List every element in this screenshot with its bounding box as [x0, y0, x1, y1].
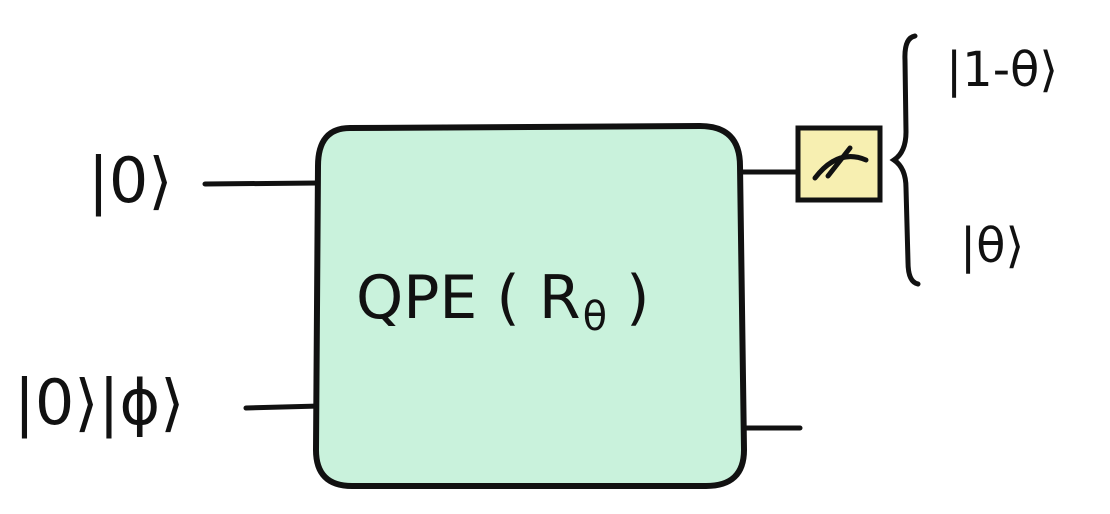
- qpe-gate-box: [312, 122, 748, 489]
- gate-operator-subscript: θ: [582, 294, 608, 340]
- input-wire-bottom: [243, 403, 323, 411]
- gate-close-paren: ): [626, 263, 650, 333]
- input-label-bottom: |0⟩|ϕ⟩: [14, 366, 185, 439]
- outcome-label-bottom: |θ⟩: [960, 218, 1025, 274]
- meter-icon: [812, 145, 869, 181]
- outcome-brace: [889, 33, 921, 287]
- gate-operator: R: [538, 263, 581, 333]
- outcome-label-top: |1-θ⟩: [946, 42, 1059, 98]
- gate-title: QPE ( Rθ ): [356, 268, 650, 337]
- input-wire-top: [202, 180, 321, 187]
- gate-open-paren: (: [496, 263, 520, 333]
- input-label-top: |0⟩: [88, 144, 173, 217]
- gate-name: QPE: [356, 263, 478, 333]
